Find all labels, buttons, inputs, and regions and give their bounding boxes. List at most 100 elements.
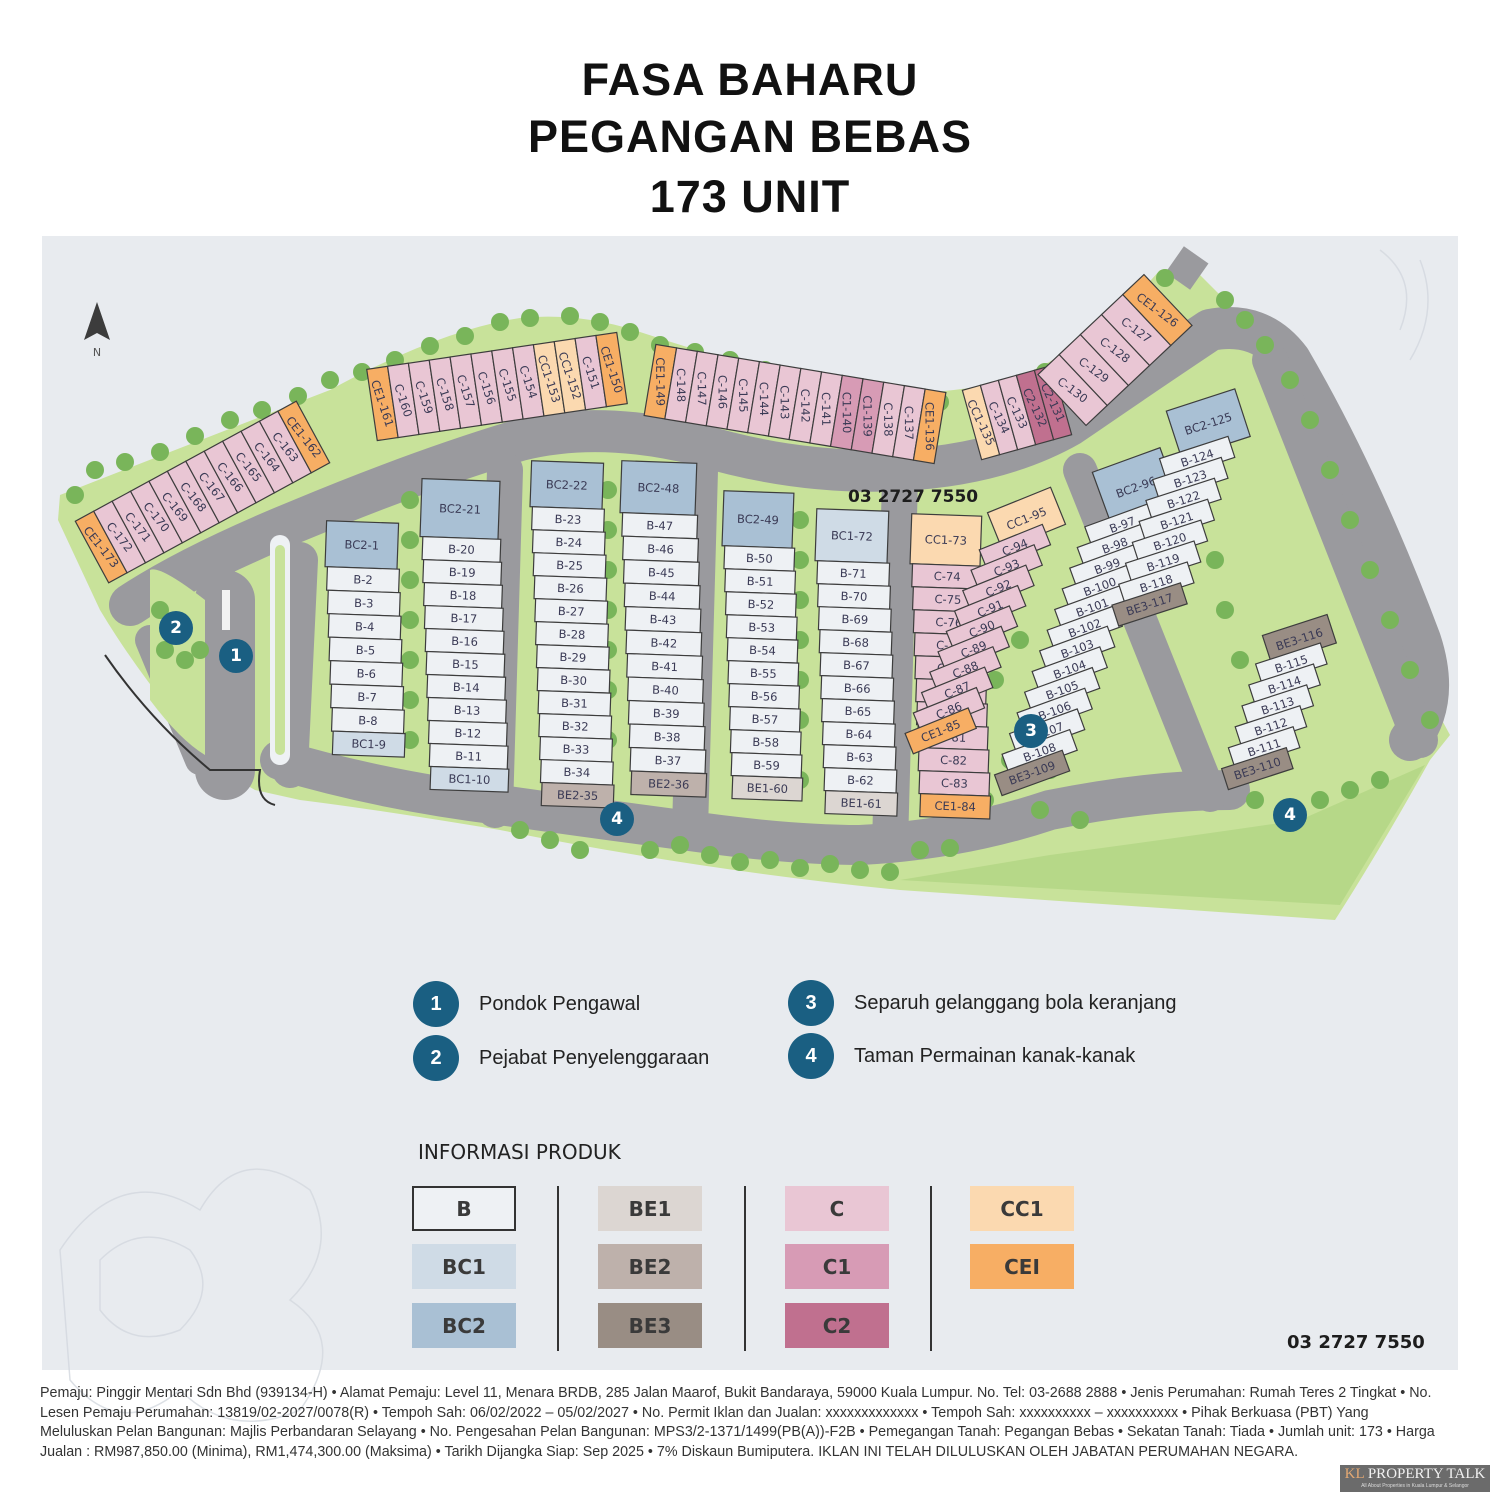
- house-unit[interactable]: B-13: [427, 696, 508, 724]
- unit-label: BC1-72: [831, 528, 873, 543]
- house-unit[interactable]: B-33: [539, 735, 614, 763]
- house-unit[interactable]: B-56: [728, 683, 801, 710]
- house-unit[interactable]: B-8: [330, 707, 405, 735]
- house-unit[interactable]: C-137: [892, 384, 926, 461]
- house-unit[interactable]: C1-139: [850, 378, 885, 454]
- house-unit[interactable]: B-119: [1124, 540, 1202, 585]
- house-unit[interactable]: B-37: [629, 746, 707, 775]
- house-unit[interactable]: BC2-22: [529, 460, 605, 510]
- house-unit[interactable]: CE1-84: [919, 792, 992, 820]
- house-unit[interactable]: B-41: [626, 652, 704, 681]
- house-unit[interactable]: B-59: [730, 751, 803, 779]
- house-unit[interactable]: B-44: [623, 582, 701, 610]
- house-unit[interactable]: C-83: [918, 770, 991, 797]
- house-unit[interactable]: B-30: [536, 666, 611, 694]
- house-unit[interactable]: B-7: [330, 683, 405, 711]
- house-unit[interactable]: C-141: [809, 371, 843, 448]
- house-unit[interactable]: B-28: [535, 621, 610, 648]
- house-unit[interactable]: B-45: [622, 559, 700, 587]
- tree-icon: [791, 551, 809, 569]
- house-unit[interactable]: C-148: [664, 347, 698, 424]
- house-unit[interactable]: BC1-9: [331, 730, 406, 758]
- tree-icon: [191, 641, 209, 659]
- house-unit[interactable]: B-38: [628, 723, 706, 751]
- house-unit[interactable]: CE1-136: [912, 388, 947, 465]
- house-unit[interactable]: B-23: [531, 506, 606, 533]
- house-unit[interactable]: B-11: [428, 742, 509, 770]
- house-unit[interactable]: B-68: [818, 629, 893, 656]
- house-unit[interactable]: B-19: [422, 558, 503, 586]
- house-unit[interactable]: CC1-73: [909, 513, 983, 567]
- house-unit[interactable]: CE1-150: [595, 331, 628, 408]
- house-unit[interactable]: BC2-1: [324, 520, 400, 570]
- house-unit[interactable]: B-53: [725, 614, 798, 641]
- house-unit[interactable]: B-62: [823, 766, 898, 794]
- house-unit[interactable]: B-66: [820, 675, 895, 702]
- house-unit[interactable]: B-42: [625, 629, 703, 657]
- house-unit[interactable]: B-65: [821, 698, 896, 725]
- facility-marker-3[interactable]: 3: [1014, 714, 1048, 748]
- house-unit[interactable]: B-54: [726, 637, 799, 664]
- house-unit[interactable]: B-63: [822, 743, 897, 771]
- house-unit[interactable]: BE2-36: [630, 770, 708, 798]
- house-unit[interactable]: C-74: [911, 563, 984, 590]
- house-unit[interactable]: B-5: [328, 636, 403, 664]
- house-unit[interactable]: B-46: [622, 535, 700, 563]
- house-unit[interactable]: BE1-60: [731, 774, 804, 802]
- house-unit[interactable]: B-32: [538, 712, 613, 740]
- house-unit[interactable]: BC2-48: [619, 460, 698, 516]
- house-unit[interactable]: C-82: [917, 747, 990, 774]
- house-unit[interactable]: B-14: [426, 673, 507, 701]
- house-unit[interactable]: BC2-49: [721, 490, 795, 549]
- facility-marker-1[interactable]: 1: [219, 639, 253, 673]
- house-unit[interactable]: B-26: [533, 575, 608, 602]
- house-unit[interactable]: B-71: [816, 560, 891, 587]
- house-unit[interactable]: B-57: [728, 706, 801, 733]
- house-unit[interactable]: B-6: [329, 660, 404, 688]
- house-unit[interactable]: BE1-61: [824, 789, 899, 817]
- house-unit[interactable]: B-31: [537, 689, 612, 717]
- house-unit[interactable]: B-15: [425, 650, 506, 678]
- house-unit[interactable]: B-27: [534, 598, 609, 625]
- swatch-b: B: [412, 1186, 516, 1231]
- house-unit[interactable]: B-40: [626, 676, 704, 704]
- house-unit[interactable]: B-18: [423, 581, 504, 609]
- house-unit[interactable]: B-43: [624, 605, 702, 634]
- house-unit[interactable]: BC1-10: [429, 765, 510, 793]
- facility-marker-4[interactable]: 4: [600, 802, 634, 836]
- house-unit[interactable]: BC2-21: [419, 478, 501, 540]
- house-unit[interactable]: B-34: [539, 758, 614, 786]
- house-unit[interactable]: BC1-72: [814, 508, 890, 564]
- house-unit[interactable]: B-52: [724, 591, 797, 618]
- house-unit[interactable]: BE3-110: [1220, 746, 1294, 791]
- house-unit[interactable]: B-100: [1061, 563, 1139, 611]
- house-unit[interactable]: BE2-35: [540, 781, 615, 809]
- house-unit[interactable]: B-47: [621, 512, 699, 540]
- house-unit[interactable]: B-39: [627, 699, 705, 728]
- house-unit[interactable]: B-3: [326, 589, 401, 617]
- facility-marker-4[interactable]: 4: [1273, 798, 1307, 832]
- facility-marker-2[interactable]: 2: [159, 611, 193, 645]
- house-unit[interactable]: C-146: [705, 354, 740, 430]
- house-unit[interactable]: B-24: [531, 529, 606, 556]
- house-unit[interactable]: B-16: [424, 627, 505, 655]
- house-unit[interactable]: C-144: [747, 360, 781, 437]
- unit-label: BE2-35: [557, 788, 599, 803]
- house-unit[interactable]: B-58: [729, 729, 802, 756]
- house-unit[interactable]: B-55: [727, 660, 800, 687]
- house-unit[interactable]: B-70: [817, 583, 892, 610]
- house-unit[interactable]: B-67: [819, 652, 894, 679]
- house-unit[interactable]: B-51: [724, 568, 797, 595]
- house-unit[interactable]: B-20: [421, 535, 502, 563]
- house-unit[interactable]: B-12: [427, 719, 508, 747]
- house-unit[interactable]: B-69: [817, 606, 892, 633]
- house-unit[interactable]: B-2: [326, 566, 401, 594]
- house-unit[interactable]: B-25: [532, 552, 607, 579]
- unit-label: C-83: [941, 776, 968, 791]
- house-unit[interactable]: B-17: [423, 604, 504, 632]
- house-unit[interactable]: CE1-149: [643, 343, 678, 420]
- house-unit[interactable]: B-64: [821, 720, 896, 748]
- house-unit[interactable]: B-29: [535, 644, 610, 671]
- house-unit[interactable]: B-4: [327, 613, 402, 641]
- house-unit[interactable]: B-50: [723, 545, 796, 572]
